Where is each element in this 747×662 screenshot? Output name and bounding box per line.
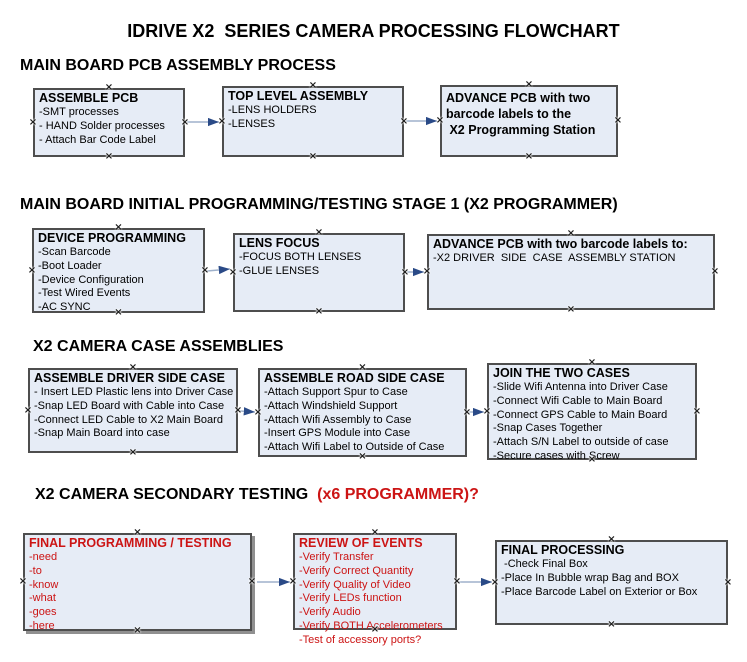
flow-box-final-processing: FINAL PROCESSING -Check Final Box -Place… <box>495 540 728 625</box>
box-item: -LENS HOLDERS <box>228 104 317 116</box>
box-item: -Attach Support Spur to Case <box>264 386 408 398</box>
box-item: -Snap Main Board into case <box>34 427 170 440</box>
box-item: -Connect GPS Cable to Main Board <box>493 408 668 421</box>
flow-box-assemble-driver-side-case: ASSEMBLE DRIVER SIDE CASE - Insert LED P… <box>28 368 238 453</box>
box-item: -Verify LEDs function <box>299 592 402 605</box>
section-header-case-assemblies: X2 CAMERA CASE ASSEMBLIES <box>33 338 284 355</box>
box-item: - Insert LED Plastic lens into Driver Ca… <box>34 386 234 398</box>
flow-box-review-of-events: REVIEW OF EVENTS -Verify Transfer -Verif… <box>293 533 457 646</box>
box-item: -Secure cases with Screw <box>493 449 620 462</box>
box-item: - Attach Bar Code Label <box>39 133 156 146</box>
box-title: DEVICE PROGRAMMING <box>38 231 186 245</box>
box-item: -know <box>29 578 59 591</box>
box-item: -AC SYNC <box>38 301 91 314</box>
box-title: FINAL PROGRAMMING / TESTING <box>29 536 232 550</box>
box-item: -Scan Barcode <box>38 246 111 258</box>
section-header-secondary-testing: X2 CAMERA SECONDARY TESTING (x6 PROGRAMM… <box>35 486 479 504</box>
box-title: ADVANCE PCB with two barcode labels to: <box>433 237 688 251</box>
box-item: -Boot Loader <box>38 259 102 272</box>
box-item-overflow: -Test of accessory ports? <box>299 633 422 646</box>
flow-box-final-programming-testing: FINAL PROGRAMMING / TESTING -need -to -k… <box>23 533 252 632</box>
box-item: -Check Final Box <box>501 558 588 570</box>
box-item: -X2 DRIVER SIDE CASE ASSEMBLY STATION <box>433 252 676 264</box>
box-title: ASSEMBLE ROAD SIDE CASE <box>264 371 445 385</box>
section-header-red-part: (x6 PROGRAMMER)? <box>312 486 479 503</box>
box-item: -Attach Wifi Assembly to Case <box>264 413 412 426</box>
flow-box-join-the-two-cases: JOIN THE TWO CASES -Slide Wifi Antenna i… <box>487 363 697 462</box>
box-item: -Connect LED Cable to X2 Main Board <box>34 413 223 426</box>
box-item: -Verify Audio <box>299 606 361 619</box>
box-item: -Test Wired Events <box>38 287 131 300</box>
box-item: -Snap Cases Together <box>493 422 603 435</box>
box-title: LENS FOCUS <box>239 236 320 250</box>
box-item: -Connect Wifi Cable to Main Board <box>493 394 663 407</box>
box-item: -here <box>29 619 55 632</box>
box-title-line: barcode labels to the <box>446 107 572 121</box>
box-item: -Snap LED Board with Cable into Case <box>34 399 225 412</box>
box-title: REVIEW OF EVENTS <box>299 536 423 550</box>
box-item: -Insert GPS Module into Case <box>264 427 411 440</box>
box-title: JOIN THE TWO CASES <box>493 366 630 380</box>
box-item: -FOCUS BOTH LENSES <box>239 251 362 263</box>
box-title: ASSEMBLE PCB <box>39 91 139 105</box>
box-item: -Place Barcode Label on Exterior or Box <box>501 585 698 598</box>
arrow-r2-1 <box>206 265 231 275</box>
flow-box-assemble-pcb: ASSEMBLE PCB -SMT processes - HAND Solde… <box>33 88 185 157</box>
box-title: TOP LEVEL ASSEMBLY <box>228 89 369 103</box>
box-title: ASSEMBLE DRIVER SIDE CASE <box>34 371 226 385</box>
box-item: -what <box>29 592 56 605</box>
box-item: -Verify Transfer <box>299 551 374 563</box>
box-item: -Attach Windshield Support <box>264 399 398 412</box>
flow-box-assemble-road-side-case: ASSEMBLE ROAD SIDE CASE -Attach Support … <box>258 368 467 457</box>
box-item: -Device Configuration <box>38 273 144 286</box>
flow-box-advance-pcb-programming-station: ADVANCE PCB with two barcode labels to t… <box>440 85 618 157</box>
box-item: -Verify BOTH Accelerometers <box>299 619 443 632</box>
box-item: -Verify Quality of Video <box>299 578 411 591</box>
box-item: -Slide Wifi Antenna into Driver Case <box>493 381 668 393</box>
box-title-line: ADVANCE PCB with two <box>446 91 591 105</box>
flow-box-lens-focus: LENS FOCUS -FOCUS BOTH LENSES -GLUE LENS… <box>233 233 405 312</box>
box-item: -Place In Bubble wrap Bag and BOX <box>501 571 679 584</box>
box-item: -Attach Wifi Label to Outside of Case <box>264 441 445 454</box>
arrow-r3-1 <box>239 407 256 416</box>
box-item: -GLUE LENSES <box>239 264 320 277</box>
box-item: -need <box>29 551 58 563</box>
section-header-pcb-assembly: MAIN BOARD PCB ASSEMBLY PROCESS <box>20 57 336 74</box>
box-title-line: X2 Programming Station <box>446 123 596 137</box>
box-item: -goes <box>29 606 57 619</box>
section-header-initial-programming: MAIN BOARD INITIAL PROGRAMMING/TESTING S… <box>20 196 618 213</box>
box-item: -LENSES <box>228 117 276 130</box>
flow-box-top-level-assembly: TOP LEVEL ASSEMBLY -LENS HOLDERS -LENSES <box>222 86 404 157</box>
box-item: -SMT processes <box>39 106 119 118</box>
section-header-black-part: X2 CAMERA SECONDARY TESTING <box>35 486 313 503</box>
flow-box-device-programming: DEVICE PROGRAMMING -Scan Barcode -Boot L… <box>32 228 205 313</box>
flow-box-advance-pcb-driver-side: ADVANCE PCB with two barcode labels to: … <box>427 234 715 310</box>
box-item: -to <box>29 564 42 577</box>
box-title: FINAL PROCESSING <box>501 543 625 557</box>
page-title: IDRIVE X2 SERIES CAMERA PROCESSING FLOWC… <box>127 21 620 41</box>
box-item: -Verify Correct Quantity <box>299 564 414 577</box>
box-item: -Attach S/N Label to outside of case <box>493 436 669 449</box>
box-item: - HAND Solder processes <box>39 119 165 132</box>
